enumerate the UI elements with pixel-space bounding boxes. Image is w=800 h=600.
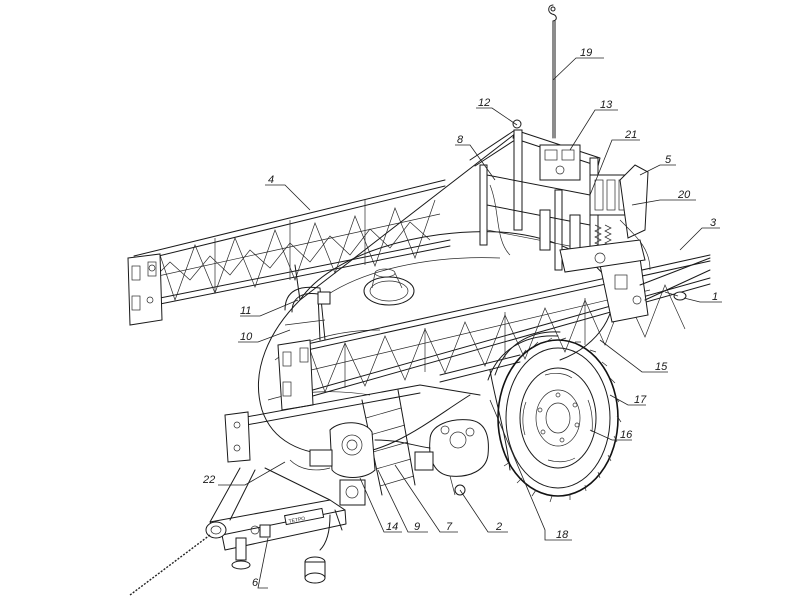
hoist-hook — [548, 4, 557, 139]
left-boom-truss — [127, 129, 521, 326]
wheel-assembly — [487, 331, 622, 503]
callout-1: 1 — [712, 291, 718, 303]
callout-19: 19 — [580, 47, 592, 59]
access-ladder — [361, 389, 416, 496]
callout-11: 11 — [240, 305, 251, 317]
drawbar-plate-text: ТЕТРО — [288, 516, 306, 525]
callout-17: 17 — [634, 394, 647, 406]
callout-3: 3 — [710, 217, 717, 229]
callout-14: 14 — [386, 521, 398, 533]
leader-lines — [218, 57, 722, 589]
callout-13: 13 — [600, 99, 613, 111]
platform-railing — [284, 264, 331, 341]
callout-9: 9 — [414, 521, 420, 533]
callout-18: 18 — [556, 529, 569, 541]
callout-8: 8 — [457, 134, 464, 146]
right-boom-truss — [277, 254, 711, 411]
callout-12: 12 — [478, 97, 490, 109]
callout-5: 5 — [665, 154, 672, 166]
lift-frame — [469, 119, 651, 273]
callout-20: 20 — [677, 189, 691, 201]
callout-4: 4 — [268, 174, 274, 186]
chassis-frame — [224, 354, 521, 471]
callout-6: 6 — [252, 577, 259, 589]
callout-2: 2 — [495, 521, 502, 533]
pump-unit — [289, 419, 489, 506]
callout-22: 22 — [202, 474, 215, 486]
callout-16: 16 — [620, 429, 633, 441]
drawbar — [129, 467, 347, 596]
callout-21: 21 — [624, 129, 637, 141]
callout-15: 15 — [655, 361, 668, 373]
callout-10: 10 — [240, 331, 253, 343]
callout-7: 7 — [446, 521, 453, 533]
